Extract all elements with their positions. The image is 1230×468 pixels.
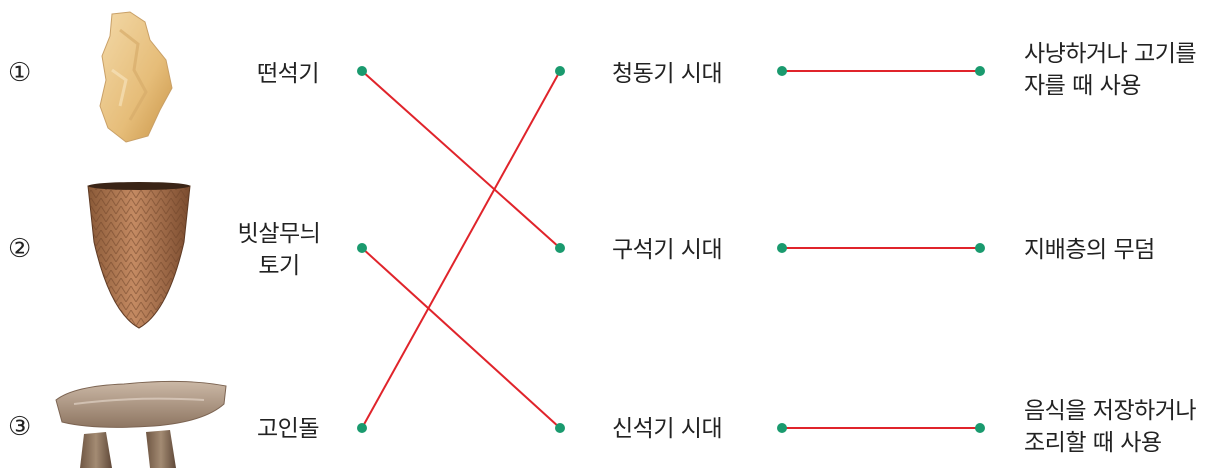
artifact-era-line-3 — [361, 70, 561, 429]
dolmen-image — [55, 380, 227, 468]
artifact-label-1: 떤석기 — [257, 60, 319, 87]
comb-pattern-pottery-image — [87, 182, 191, 329]
use-dot-2[interactable] — [975, 243, 985, 253]
era-label-2: 구석기 시대 — [612, 236, 723, 263]
row-number-2: ② — [8, 234, 32, 264]
era-right-dot-2[interactable] — [777, 243, 787, 253]
artifact-dot-1[interactable] — [357, 66, 367, 76]
artifact-dot-3[interactable] — [357, 423, 367, 433]
use-label-3-line-1: 음식을 저장하거나 — [1024, 397, 1197, 424]
chipped-stone-tool-image — [99, 11, 173, 143]
artifact-era-line-2 — [361, 247, 561, 429]
artifact-label-2-line-2: 토기 — [258, 253, 300, 279]
use-dot-3[interactable] — [975, 423, 985, 433]
era-label-3: 신석기 시대 — [612, 415, 723, 442]
artifact-label-3: 고인돌 — [257, 415, 319, 442]
row-number-3: ③ — [8, 412, 32, 442]
use-label-2-line-1: 지배층의 무덤 — [1024, 236, 1155, 263]
era-left-dot-1[interactable] — [555, 66, 565, 76]
era-left-dot-3[interactable] — [555, 423, 565, 433]
use-label-1-line-1: 사냥하거나 고기를 — [1024, 40, 1197, 67]
era-left-dot-2[interactable] — [555, 243, 565, 253]
era-right-dot-3[interactable] — [777, 423, 787, 433]
use-dot-1[interactable] — [975, 66, 985, 76]
use-label-1: 사냥하거나 고기를 자를 때 사용 — [1024, 38, 1197, 102]
artifact-label-2: 빗살무늬 토기 — [220, 218, 338, 282]
era-label-1: 청동기 시대 — [612, 60, 723, 87]
use-label-2: 지배층의 무덤 — [1024, 234, 1155, 266]
era-right-dot-1[interactable] — [777, 66, 787, 76]
artifact-era-line-1 — [361, 70, 561, 249]
artifact-dot-2[interactable] — [357, 243, 367, 253]
use-label-3: 음식을 저장하거나 조리할 때 사용 — [1024, 395, 1197, 459]
row-number-1: ① — [8, 58, 32, 88]
use-label-3-line-2: 조리할 때 사용 — [1024, 430, 1162, 456]
use-label-1-line-2: 자를 때 사용 — [1024, 73, 1141, 99]
artifact-label-2-line-1: 빗살무늬 — [237, 220, 321, 247]
